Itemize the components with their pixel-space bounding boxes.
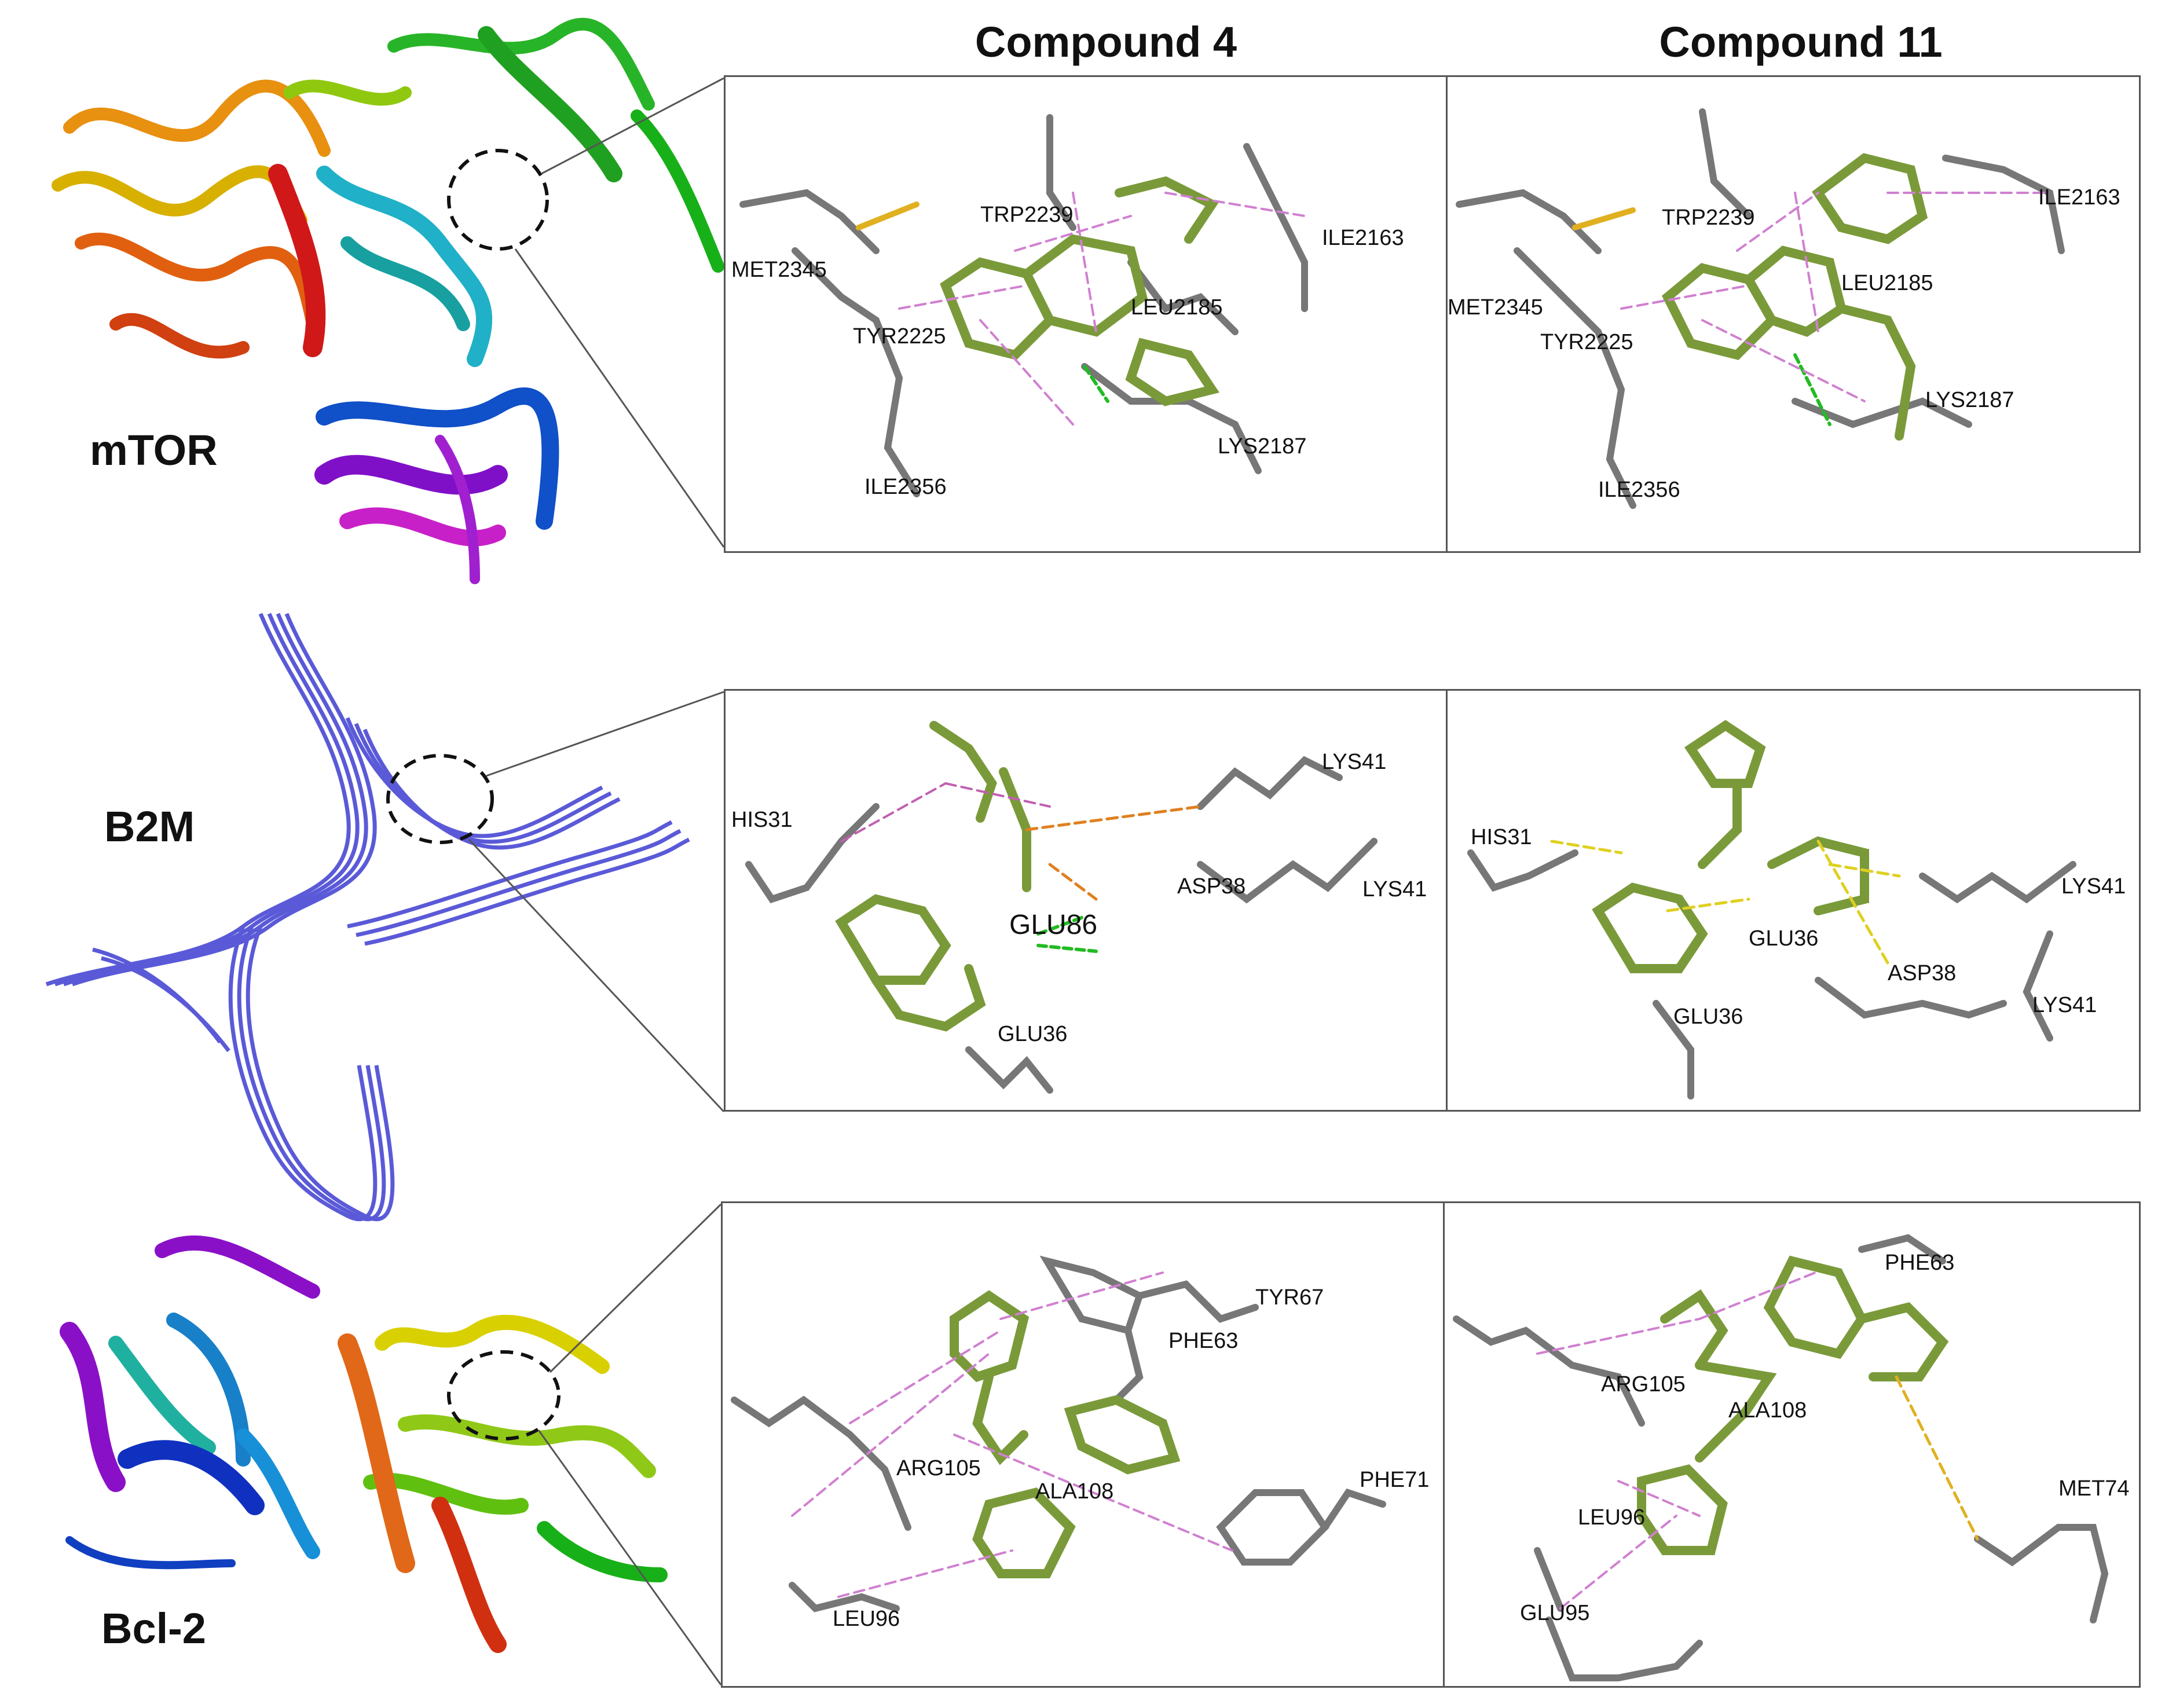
label-ile2163: ILE2163 [1322, 226, 1404, 250]
label-arg105: ARG105 [1601, 1372, 1686, 1397]
label-met74: MET74 [2058, 1476, 2129, 1501]
label-ile2356: ILE2356 [864, 475, 947, 499]
label-lys2187: LYS2187 [1925, 388, 2014, 412]
label-trp2239: TRP2239 [1662, 206, 1755, 230]
label-phe63: PHE63 [1168, 1329, 1238, 1353]
label-lys41-top: LYS41 [1322, 750, 1386, 774]
label-glu95: GLU95 [1520, 1601, 1589, 1625]
bcl2-structure-left [60, 1235, 320, 1570]
label-glu36-upper: GLU36 [1749, 926, 1818, 951]
label-lys41-top: LYS41 [2061, 874, 2126, 899]
label-phe63: PHE63 [1885, 1251, 1954, 1275]
column-title-compound-4: Compound 4 [975, 18, 1237, 66]
label-ile2163: ILE2163 [2038, 185, 2120, 210]
label-leu96: LEU96 [1578, 1505, 1645, 1530]
label-arg105: ARG105 [896, 1456, 981, 1480]
panel-mtor-compound-4: TRP2239 ILE2163 MET2345 LEU2185 TYR2225 … [724, 75, 1448, 553]
protein-label-b2m: B2M [104, 802, 195, 851]
label-met2345: MET2345 [731, 258, 827, 282]
label-lys2187: LYS2187 [1218, 434, 1307, 459]
label-ala108: ALA108 [1728, 1398, 1807, 1423]
label-asp38: ASP38 [1177, 874, 1245, 899]
label-lys41-right: LYS41 [1362, 877, 1427, 901]
label-tyr2225: TYR2225 [853, 324, 946, 349]
protein-label-bcl2: Bcl-2 [101, 1604, 206, 1652]
label-leu2185: LEU2185 [1131, 295, 1222, 320]
protein-label-mtor: mTOR [90, 426, 218, 474]
label-glu36-lower: GLU36 [1673, 1005, 1743, 1029]
label-ile2356: ILE2356 [1598, 478, 1680, 502]
label-his31: HIS31 [1471, 825, 1532, 849]
label-trp2239: TRP2239 [980, 203, 1074, 227]
b2m-binding-site-circle [386, 754, 494, 844]
label-tyr67: TYR67 [1255, 1285, 1324, 1310]
b2m-structure [45, 613, 690, 1222]
label-his31: HIS31 [731, 808, 793, 832]
panel-b2m-compound-4: LYS41 HIS31 ASP38 LYS41 GLU86 GLU36 [724, 689, 1448, 1112]
panel-bcl2-compound-4: TYR67 PHE63 ARG105 ALA108 PHE71 LEU96 [721, 1201, 1445, 1688]
label-tyr2225: TYR2225 [1540, 330, 1633, 354]
label-met2345: MET2345 [1448, 295, 1543, 320]
bcl2-binding-site-circle [447, 1350, 561, 1441]
label-leu2185: LEU2185 [1841, 271, 1933, 295]
label-leu96: LEU96 [833, 1607, 900, 1631]
label-asp38: ASP38 [1888, 961, 1956, 985]
column-title-compound-11: Compound 11 [1659, 18, 1943, 66]
label-glu36: GLU36 [998, 1022, 1067, 1046]
panel-bcl2-compound-11: PHE63 ARG105 ALA108 MET74 LEU96 GLU95 [1443, 1201, 2141, 1688]
mtor-binding-site-circle [447, 149, 549, 251]
label-lys41-bottom: LYS41 [2032, 993, 2097, 1017]
panel-mtor-compound-11: TRP2239 ILE2163 MET2345 LEU2185 TYR2225 … [1446, 75, 2141, 553]
panel-b2m-compound-11: HIS31 LYS41 GLU36 ASP38 LYS41 GLU36 [1446, 689, 2141, 1112]
label-glu86: GLU86 [1009, 910, 1097, 940]
bcl2-structure-right [338, 1314, 668, 1653]
label-ala108: ALA108 [1035, 1479, 1113, 1504]
mtor-structure [52, 17, 724, 584]
label-phe71: PHE71 [1360, 1468, 1429, 1492]
